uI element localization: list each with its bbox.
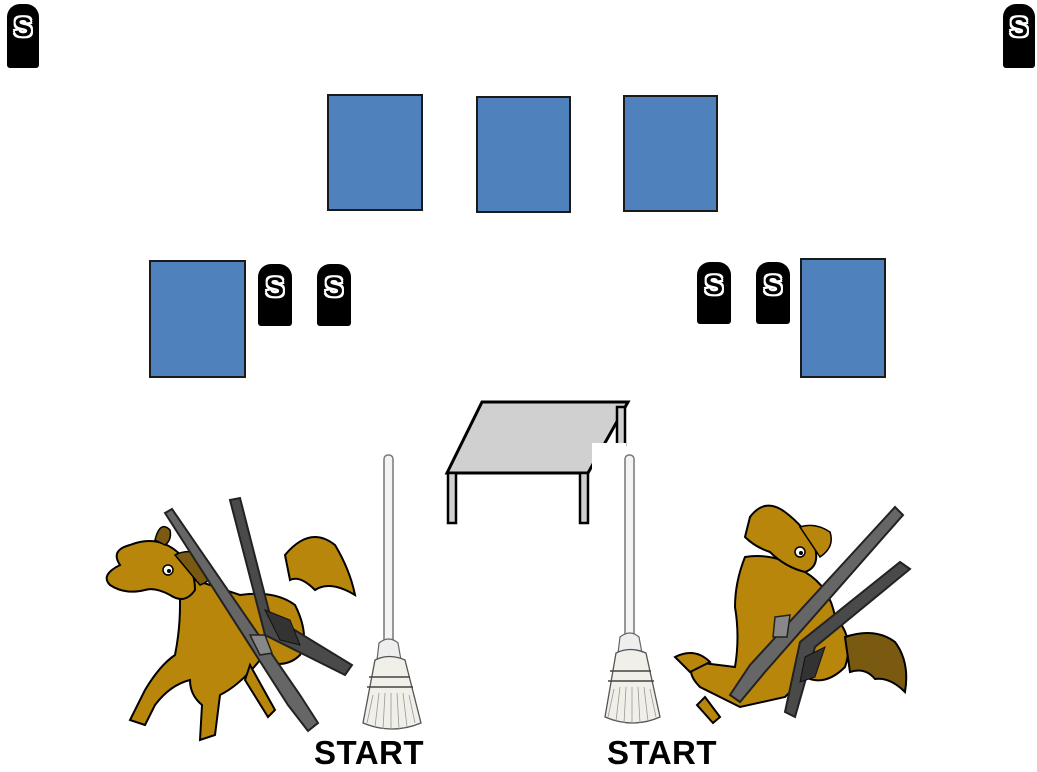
- broom-icon: [604, 454, 661, 724]
- tombstone-s-icon: S: [697, 262, 731, 324]
- table-icon: [444, 400, 631, 525]
- target-1: [327, 94, 423, 211]
- start-position-right: START: [607, 734, 718, 771]
- broom-icon: [362, 454, 422, 730]
- tombstone-s-icon: S: [1003, 4, 1035, 68]
- tombstone-s-icon: S: [756, 262, 790, 324]
- target-4: [149, 260, 246, 378]
- tombstone-s-icon: S: [7, 4, 39, 68]
- stick-horse-icon: [673, 504, 912, 725]
- target-3: [623, 95, 718, 212]
- tombstone-s-icon: S: [317, 264, 351, 326]
- start-position-left: START: [314, 734, 425, 771]
- tombstone-s-icon: S: [258, 264, 292, 326]
- target-2: [476, 96, 571, 213]
- target-5: [800, 258, 886, 378]
- stick-horse-icon: [105, 496, 357, 742]
